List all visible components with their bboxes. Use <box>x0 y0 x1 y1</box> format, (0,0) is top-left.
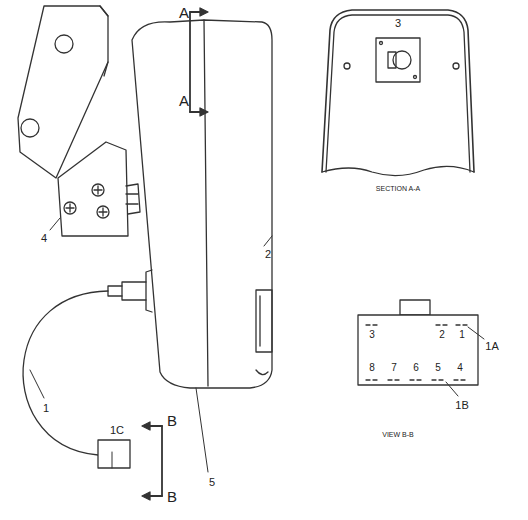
section-a-a <box>322 10 474 176</box>
callout-number: 3 <box>395 18 401 29</box>
mount-block <box>58 142 140 236</box>
callout-number: 4 <box>41 233 47 244</box>
section-letter: A <box>179 93 189 108</box>
pin-number: 2 <box>439 330 445 340</box>
connector-face <box>358 300 478 385</box>
callout-number: 1B <box>455 400 468 411</box>
view-line <box>142 422 162 500</box>
callout-number: 1A <box>485 341 498 352</box>
callout-number: 5 <box>209 477 215 488</box>
view-title: VIEW B-B <box>382 431 414 438</box>
section-line <box>190 8 208 116</box>
callout-number: 1 <box>43 403 49 414</box>
callout-number: 2 <box>265 249 271 260</box>
view-letter: B <box>167 489 177 504</box>
callout-number: 1C <box>110 425 124 436</box>
pin-number: 5 <box>435 363 441 373</box>
view-title: SECTION A-A <box>376 185 420 192</box>
pin-number: 8 <box>369 363 375 373</box>
leader-lines <box>30 218 484 472</box>
pin-number: 7 <box>391 363 397 373</box>
view-letter: B <box>167 413 177 428</box>
pin-number: 1 <box>459 330 465 340</box>
housing <box>132 20 272 388</box>
cable <box>23 270 152 468</box>
section-letter: A <box>179 5 189 20</box>
pin-number: 3 <box>369 330 375 340</box>
pin-number: 6 <box>413 363 419 373</box>
pin-number: 4 <box>457 363 463 373</box>
